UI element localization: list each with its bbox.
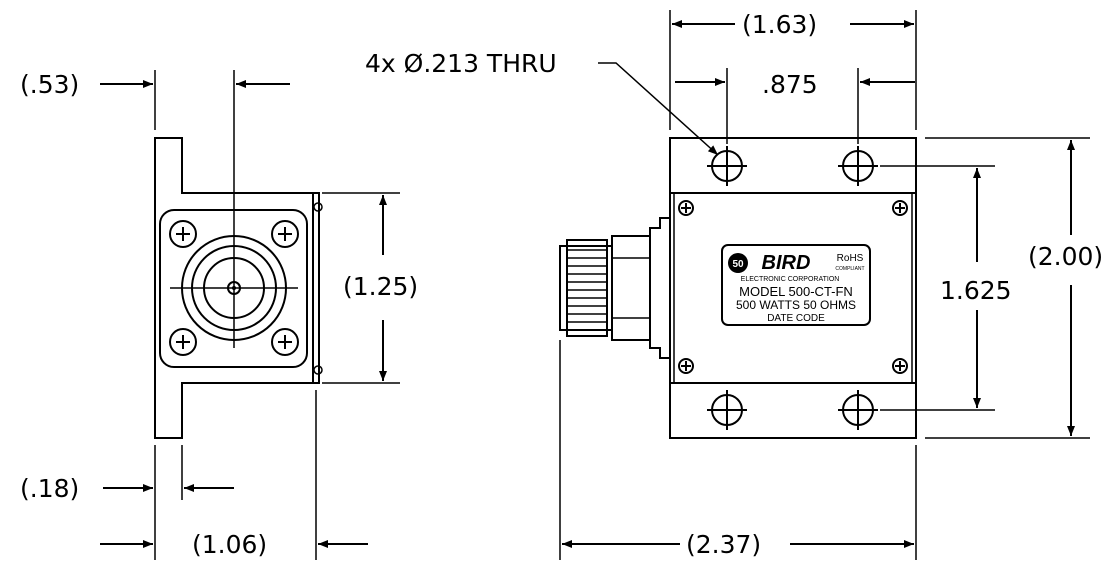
- nameplate-company: ELECTRONIC CORPORATION: [741, 276, 840, 283]
- dim-front-width: (1.63): [742, 10, 817, 39]
- nameplate-rohs: RoHS: [837, 253, 864, 264]
- side-dimensions: (.53) (1.25) (.18) (1.06): [20, 70, 418, 560]
- cover-screw-icons: [678, 200, 908, 374]
- nameplate-date-code: DATE CODE: [767, 313, 825, 324]
- mounting-hole-icons: [707, 146, 878, 430]
- side-edge: [312, 192, 320, 384]
- dim-hole-spacing-x: .875: [762, 70, 818, 99]
- nameplate-rating: 500 WATTS 50 OHMS: [736, 298, 856, 312]
- front-view: 50 BIRD ELECTRONIC CORPORATION RoHS COMP…: [559, 137, 917, 439]
- nameplate: 50 BIRD ELECTRONIC CORPORATION RoHS COMP…: [721, 244, 871, 326]
- dim-overall-length: (2.37): [686, 530, 761, 559]
- nameplate-logo: BIRD: [762, 252, 811, 274]
- nameplate-badge: 50: [732, 259, 744, 270]
- side-view: [154, 70, 323, 439]
- dim-front-height: (2.00): [1028, 242, 1103, 271]
- dim-hole-spacing-y: 1.625: [940, 276, 1012, 305]
- n-connector-side: [559, 217, 670, 359]
- side-screw-top: [313, 202, 323, 212]
- dim-hole-callout: 4x Ø.213 THRU: [365, 49, 557, 78]
- nameplate-model: MODEL 500-CT-FN: [739, 284, 853, 299]
- front-body-outline: [669, 137, 917, 439]
- n-connector-face: [170, 228, 298, 348]
- dim-side-flange-offset: (.53): [20, 70, 79, 99]
- front-dimensions: 4x Ø.213 THRU (1.63) .875 (2.00) 1.625 (…: [365, 10, 1103, 560]
- nameplate-badge-icon: [728, 253, 748, 273]
- dim-side-flange-thickness: (.18): [20, 474, 79, 503]
- side-screw-bottom: [313, 365, 323, 375]
- corner-screw-icons: [169, 220, 299, 356]
- dim-side-width: (1.06): [192, 530, 267, 559]
- dim-side-height: (1.25): [343, 272, 418, 301]
- nameplate-rohs-sub: COMPLIANT: [835, 266, 864, 272]
